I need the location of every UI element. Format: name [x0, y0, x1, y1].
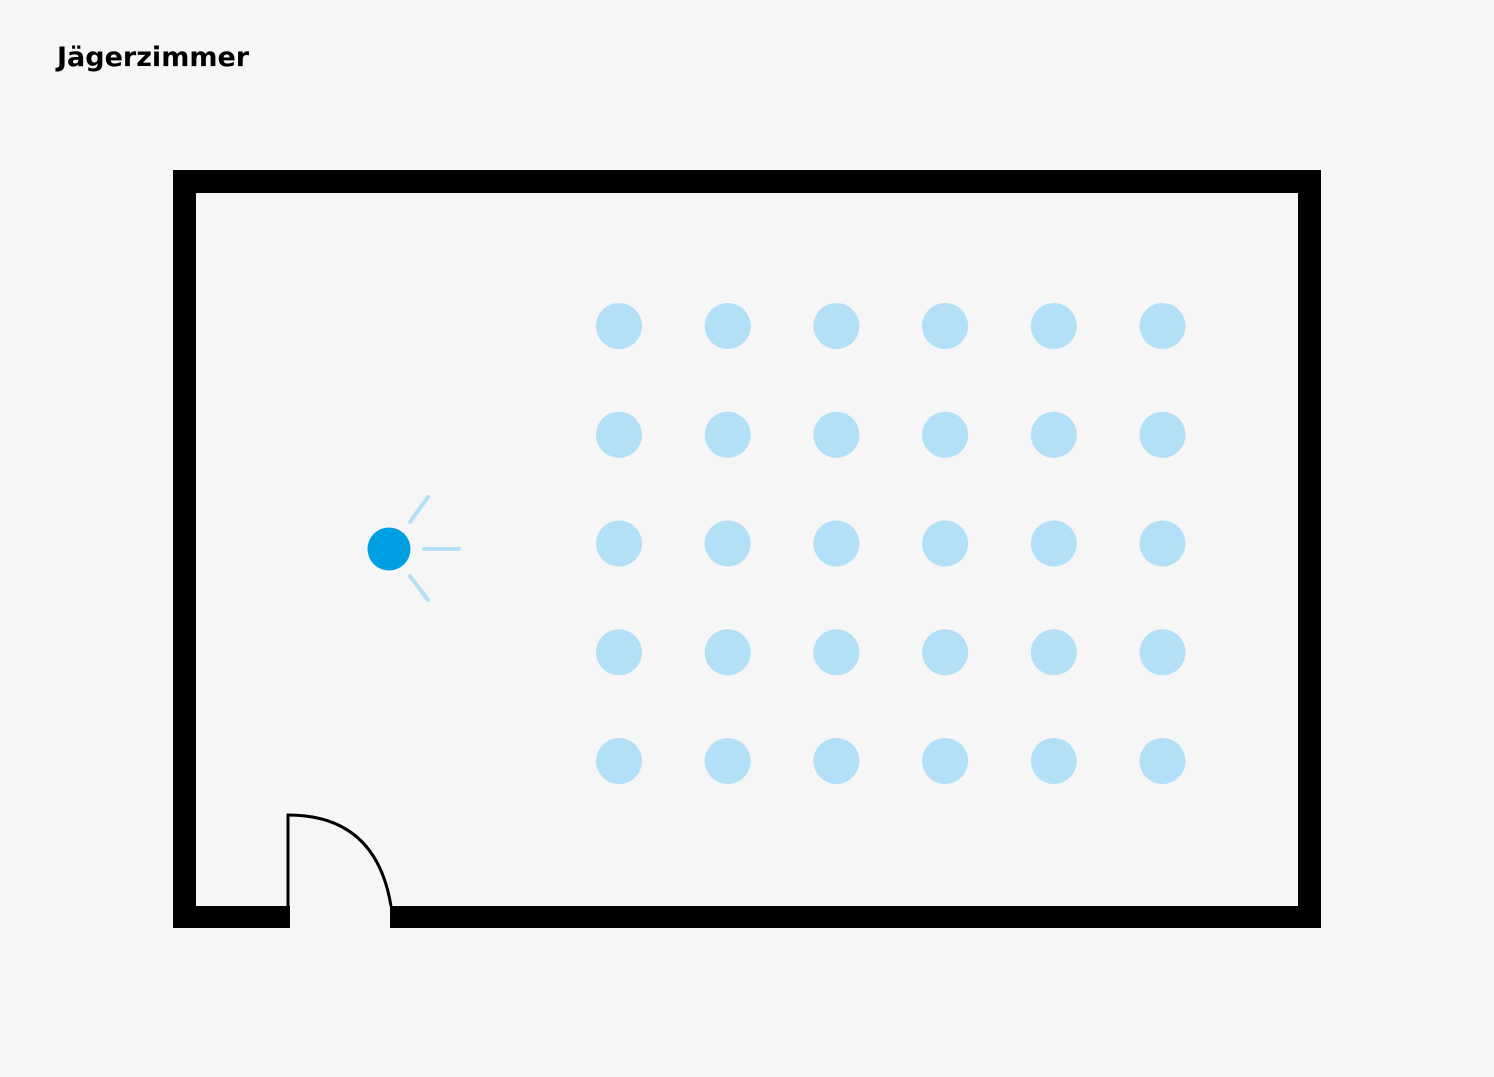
presenter-ray-down: [408, 574, 430, 602]
seat: [813, 738, 860, 784]
seat: [704, 411, 751, 458]
wall-left: [173, 170, 196, 928]
room-title: Jägerzimmer: [57, 42, 250, 73]
seat: [813, 629, 860, 676]
seat: [1030, 629, 1077, 676]
seat: [813, 520, 860, 567]
seat-grid: [596, 303, 1186, 784]
wall-top: [173, 170, 1321, 193]
wall-bottom-right: [390, 906, 1321, 928]
seat: [1030, 520, 1077, 567]
seat: [1139, 629, 1186, 676]
presenter-dot: [367, 527, 411, 571]
seat: [813, 303, 860, 349]
seat: [922, 411, 969, 458]
seat: [922, 738, 969, 784]
seat: [596, 411, 642, 458]
seat: [922, 629, 969, 676]
seat: [596, 738, 642, 784]
seat: [1030, 738, 1077, 784]
seat: [1030, 303, 1077, 349]
seat: [596, 629, 642, 676]
seat: [596, 303, 642, 349]
seat: [1139, 303, 1186, 349]
seat: [1139, 411, 1186, 458]
wall-right: [1298, 170, 1321, 928]
seat: [704, 629, 751, 676]
seat: [922, 303, 969, 349]
door: [286, 813, 393, 924]
room-walls: [173, 170, 1321, 928]
seat: [1139, 738, 1186, 784]
presenter-ray-up: [408, 495, 430, 524]
seat: [1030, 411, 1077, 458]
seat: [813, 411, 860, 458]
presenter: [367, 495, 461, 602]
seat: [704, 303, 751, 349]
door-swing: [286, 813, 393, 924]
seat: [704, 738, 751, 784]
seat: [596, 520, 642, 567]
seat: [1139, 520, 1186, 567]
seat: [922, 520, 969, 567]
wall-bottom-left: [173, 906, 290, 928]
seat: [704, 520, 751, 567]
